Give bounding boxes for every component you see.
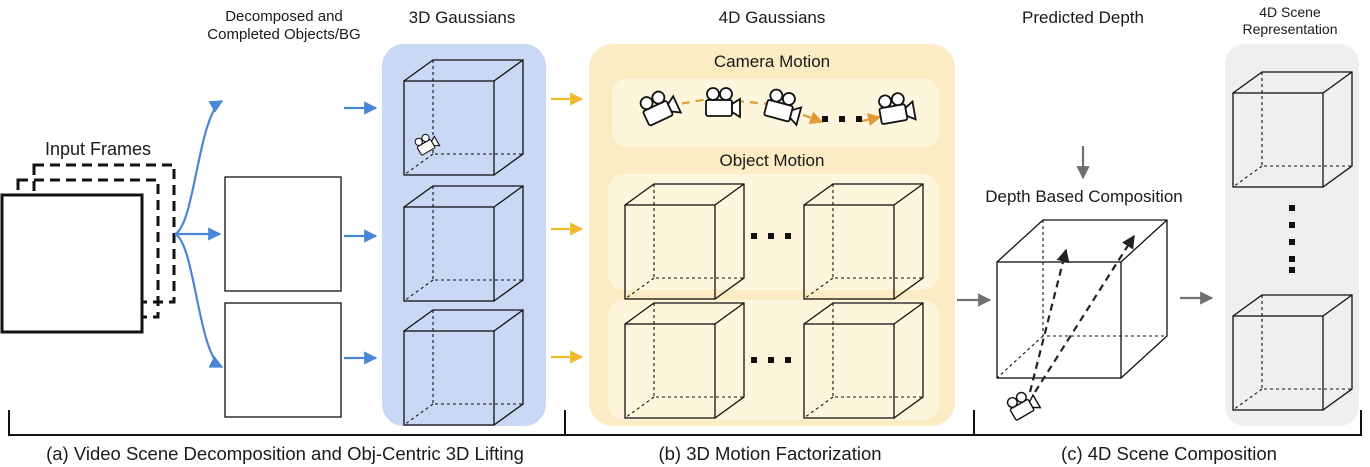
object-square-3 — [224, 302, 342, 418]
decomposed-title: Decomposed and Completed Objects/BG — [207, 8, 360, 44]
gray-arrows — [957, 146, 1214, 307]
predicted-depth-title: Predicted Depth — [1022, 8, 1144, 27]
ellipsis-icon — [751, 233, 791, 363]
panel-4d-scene — [1225, 44, 1359, 426]
object-motion-label: Object Motion — [719, 151, 825, 170]
depth-rays — [1028, 234, 1135, 393]
ellipsis-icon — [822, 116, 862, 122]
camera-icon — [1004, 386, 1041, 422]
decomposed-title-line1: Decomposed and — [225, 8, 343, 25]
camera-motion-label: Camera Motion — [713, 52, 831, 71]
caption-c: (c) 4D Scene Composition — [1061, 443, 1277, 464]
composition-cube — [996, 219, 1168, 379]
ellipsis-icon — [1289, 205, 1295, 273]
decomposed-title-line2: Completed Objects/BG — [207, 26, 361, 43]
scene-repr-title-line2: Representation — [1242, 21, 1338, 37]
input-frames-stack — [0, 163, 176, 334]
input-frames-label: Input Frames — [45, 139, 152, 159]
caption-b: (b) 3D Motion Factorization — [658, 443, 882, 464]
object-square-2 — [224, 176, 342, 292]
panel-3d-gaussians — [382, 44, 546, 426]
scene-repr-title: 4D Scene Representation — [1243, 4, 1338, 38]
arrows-to-4d — [551, 92, 584, 364]
object-square-1 — [225, 51, 341, 165]
depth-composition-label: Depth Based Composition — [985, 187, 1183, 206]
stage-brackets — [8, 410, 1362, 436]
gaussians-3d-title: 3D Gaussians — [408, 8, 516, 27]
branch-arrows — [174, 100, 224, 368]
scene-repr-title-line1: 4D Scene — [1259, 4, 1321, 20]
object-motion-box-1 — [608, 174, 939, 290]
gaussians-4d-title: 4D Gaussians — [718, 8, 826, 27]
arrows-to-3d — [344, 101, 378, 365]
caption-a: (a) Video Scene Decomposition and Obj-Ce… — [46, 443, 524, 464]
